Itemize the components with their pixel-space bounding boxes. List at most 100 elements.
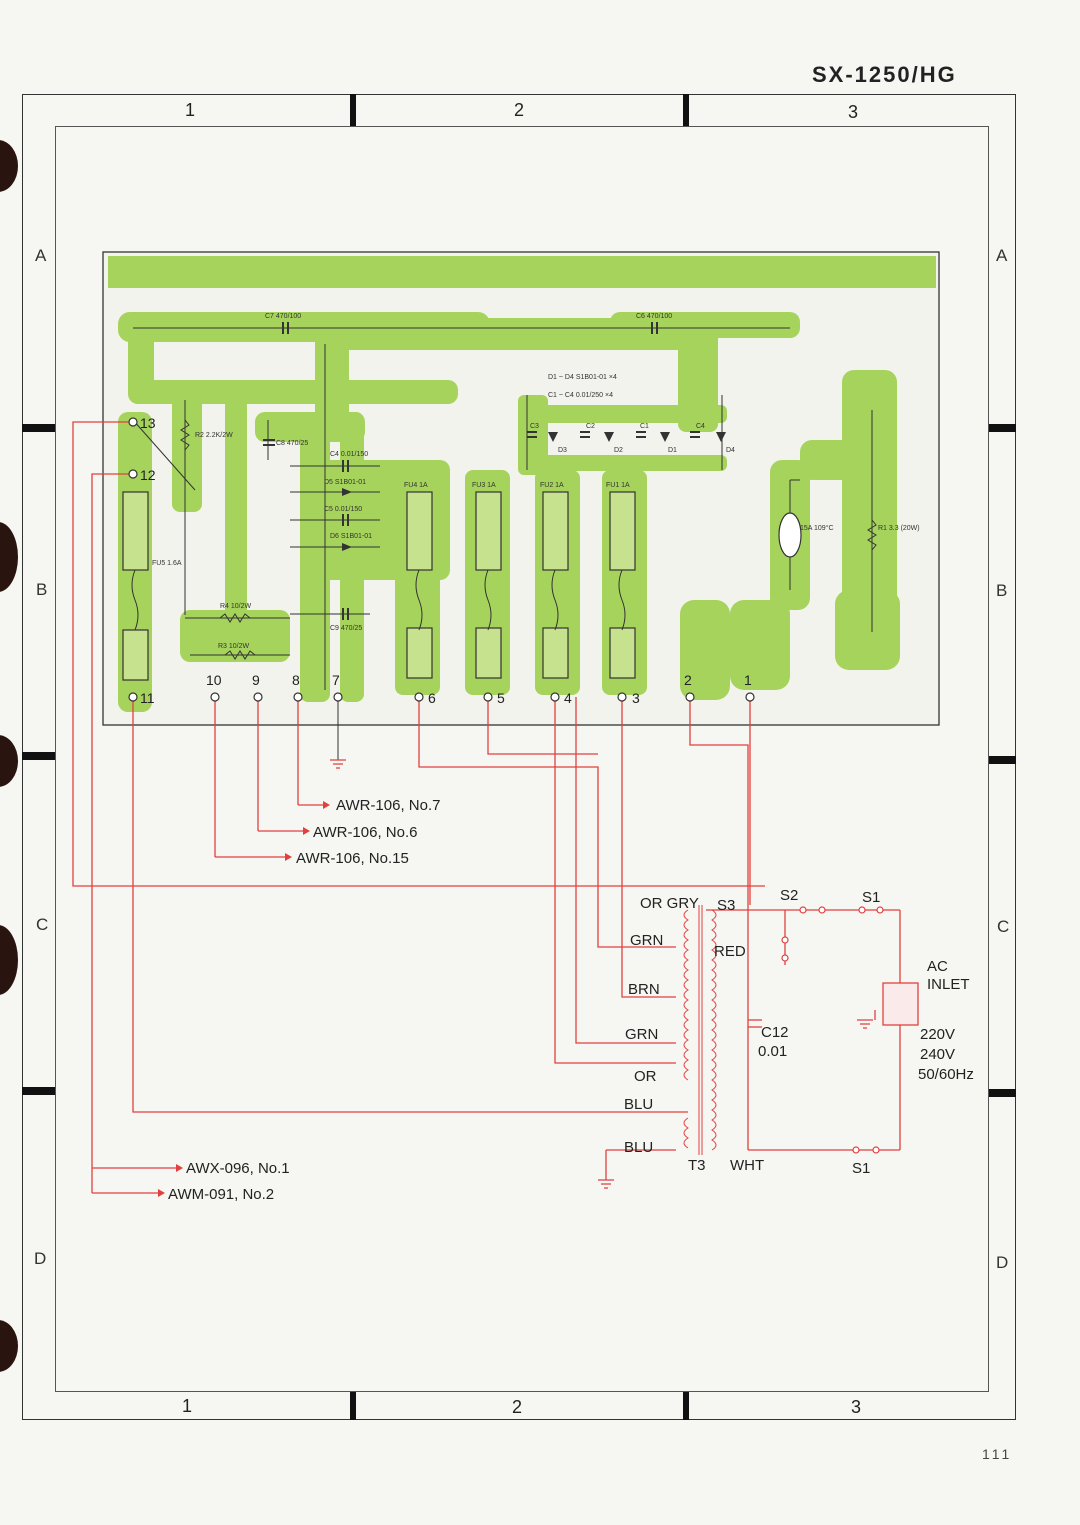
awr-no7-label: AWR-106, No.7 (336, 797, 440, 814)
c3-label: C3 (530, 423, 539, 430)
pcb-fuses (122, 491, 636, 681)
row-divider (22, 752, 55, 760)
binder-hole (0, 522, 18, 592)
row-divider (989, 1089, 1016, 1097)
c12-name: C12 (761, 1024, 789, 1041)
awx-no1-label: AWX-096, No.1 (186, 1160, 290, 1177)
column-divider (683, 94, 689, 126)
r3-label: R3 10/2W (218, 643, 250, 650)
s1-top-label: S1 (862, 889, 880, 906)
ground-icon (857, 1019, 873, 1029)
terminal-1: 1 (744, 672, 752, 688)
page-title: SX-1250/HG (812, 62, 957, 87)
c9-label: C9 470/25 (330, 625, 362, 632)
transformer-coils (683, 905, 717, 1155)
transformer-labels: OR GRY S3 GRN RED BRN GRN OR BLU BLU T3 … (624, 887, 974, 1177)
awm-no2-label: AWM-091, No.2 (168, 1186, 274, 1203)
c6-label: C6 470/100 (636, 313, 672, 320)
binder-hole (0, 1320, 18, 1372)
ground-icon (330, 759, 346, 769)
pcb-top-copper (108, 256, 936, 288)
awr-no15-label: AWR-106, No.15 (296, 850, 409, 867)
component-labels: C7 470/100 C6 470/100 D1 ~ D4 S1B01-01 ×… (152, 313, 920, 650)
r1-label: R1 3.3 (20W) (878, 525, 920, 532)
pcb-diodes (342, 432, 726, 551)
pcb-resistors (180, 419, 877, 660)
wire-blu-2: BLU (624, 1139, 653, 1156)
d-range-label: D1 ~ D4 S1B01-01 ×4 (548, 374, 617, 381)
terminal-13: 13 (140, 415, 156, 431)
inner-frame (55, 126, 989, 1392)
wire-blu-1: BLU (624, 1096, 653, 1113)
d5-label: D5 S1B01-01 (324, 479, 366, 486)
terminal-11: 11 (140, 690, 155, 706)
c-range-label: C1 ~ C4 0.01/250 ×4 (548, 392, 613, 399)
ac-inlet-line1: AC (927, 958, 948, 975)
red-wiring (72, 421, 901, 1194)
s2-label: S2 (780, 887, 798, 904)
thermal-fuse-label: 15A 109°C (800, 524, 834, 532)
terminal-2: 2 (684, 672, 692, 688)
ac-inlet-box (882, 982, 919, 1026)
row-label: C (997, 917, 1010, 936)
s1-bottom-label: S1 (852, 1160, 870, 1177)
c1-label: C1 (640, 423, 649, 430)
row-divider (22, 1087, 55, 1095)
pcb-capacitors (263, 322, 700, 620)
d2-label: D2 (614, 447, 623, 454)
terminal-8: 8 (292, 672, 300, 688)
wire-grn-1: GRN (630, 932, 663, 949)
d3-label: D3 (558, 447, 567, 454)
transformer-name: T3 (688, 1157, 706, 1174)
c4-label: C4 0.01/150 (330, 451, 368, 458)
terminal-9: 9 (252, 672, 260, 688)
column-label: 2 (512, 1397, 523, 1417)
wire-brn: BRN (628, 981, 660, 998)
ac-inlet-line2: INLET (927, 976, 970, 993)
row-label: C (36, 915, 49, 934)
row-label: D (34, 1249, 47, 1268)
column-divider (683, 1392, 689, 1420)
awr-no6-label: AWR-106, No.6 (313, 824, 417, 841)
terminal-7: 7 (332, 672, 340, 688)
row-label: A (35, 246, 47, 265)
connection-labels: AWR-106, No.7 AWR-106, No.6 AWR-106, No.… (168, 797, 440, 1203)
fu1-label: FU1 1A (606, 482, 630, 489)
fu4-label: FU4 1A (404, 482, 428, 489)
page-number: 111 (982, 1446, 1013, 1462)
arrow-heads (158, 801, 330, 1197)
c4b-label: C4 (696, 423, 705, 430)
pcb-component-lines (132, 327, 873, 690)
voltage-240: 240V (920, 1046, 955, 1063)
fuse-wires (131, 569, 626, 631)
terminal-10: 10 (206, 672, 222, 688)
d1-label: D1 (668, 447, 677, 454)
wire-or-gry: OR GRY (640, 895, 699, 912)
terminal-labels: 13 12 11 10 9 8 7 6 5 4 3 2 1 (140, 415, 752, 706)
c8-label: C8 470/25 (276, 440, 308, 447)
voltage-220: 220V (920, 1026, 955, 1043)
wire-red: RED (714, 943, 746, 960)
thermal-fuse (778, 512, 802, 558)
d4-label: D4 (726, 447, 735, 454)
terminal-4: 4 (564, 690, 572, 706)
column-label: 3 (848, 102, 859, 122)
fu2-label: FU2 1A (540, 482, 564, 489)
r2-label: R2 2.2K/2W (195, 432, 233, 439)
fu5-label: FU5 1.6A (152, 560, 182, 567)
wire-or: OR (634, 1068, 657, 1085)
c5-label: C5 0.01/150 (324, 506, 362, 513)
row-divider (989, 424, 1016, 432)
column-label: 1 (185, 100, 196, 120)
binder-hole (0, 735, 18, 787)
terminal-6: 6 (428, 690, 436, 706)
row-label: A (996, 246, 1008, 265)
terminal-12: 12 (140, 467, 156, 483)
column-label: 2 (514, 100, 525, 120)
c12-value: 0.01 (758, 1043, 787, 1060)
row-label: B (36, 580, 48, 599)
switch-contacts (781, 906, 884, 1154)
column-divider (350, 1392, 356, 1420)
row-divider (22, 424, 55, 432)
row-divider (989, 756, 1016, 764)
